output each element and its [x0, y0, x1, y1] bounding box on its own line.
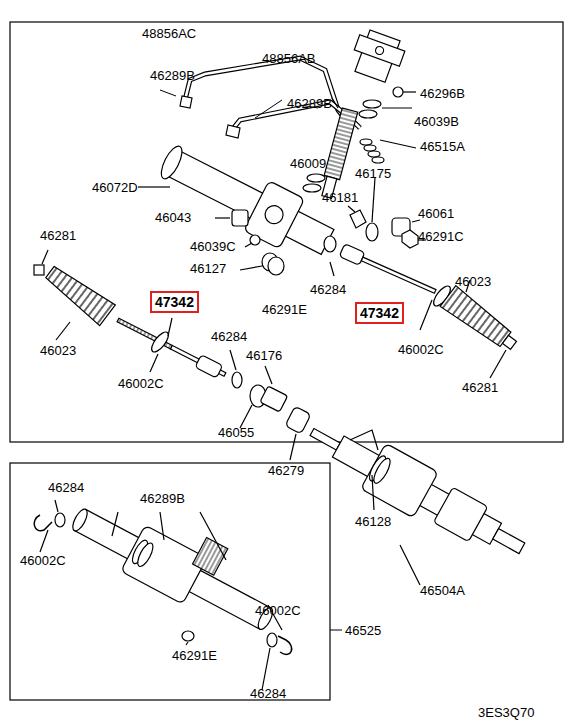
- callout-number: 46504A: [420, 583, 465, 598]
- callout-number: 46002C: [118, 376, 164, 391]
- callout-number: 46002C: [20, 553, 66, 568]
- callout-number: 46072D: [92, 180, 138, 195]
- callout-number: 46515A: [420, 139, 465, 154]
- part-number-box: 47342: [355, 302, 404, 324]
- leader-line: [330, 545, 420, 630]
- gear-assembly: [299, 409, 534, 571]
- callout-number: 46525: [345, 623, 381, 638]
- rubber-boot: [440, 280, 521, 378]
- callout-number: 3ES3Q70: [478, 705, 534, 720]
- callout-number: 46127: [190, 261, 226, 276]
- seal-parts: [215, 178, 426, 275]
- callout-number: 48856AB: [262, 51, 316, 66]
- callout-number: 46291E: [262, 302, 307, 317]
- callout-number: 46009: [290, 156, 326, 171]
- callout-number: 46175: [355, 166, 391, 181]
- callout-number: 46284: [211, 329, 247, 344]
- rack-housing: [138, 134, 340, 267]
- callout-number: 46039B: [414, 114, 459, 129]
- callout-number: 46002C: [398, 342, 444, 357]
- callout-number: 46284: [310, 282, 346, 297]
- tie-rod: [330, 244, 453, 330]
- group-frame: [10, 22, 563, 442]
- callout-number: 46002C: [255, 603, 301, 618]
- callout-number: 46055: [218, 425, 254, 440]
- part-number: 47342: [360, 305, 399, 321]
- part-number-box: 47342: [150, 291, 199, 313]
- callout-number: 46281: [462, 380, 498, 395]
- callout-number: 46289B: [140, 491, 185, 506]
- callout-number: 46061: [418, 206, 454, 221]
- callout-number: 46289B: [287, 96, 332, 111]
- callout-number: 46023: [455, 274, 491, 289]
- callout-number: 46291C: [418, 229, 464, 244]
- rubber-boot: [34, 250, 115, 340]
- callout-number: 46039C: [190, 239, 236, 254]
- callout-number: 46279: [268, 463, 304, 478]
- callout-number: 46289B: [150, 68, 195, 83]
- callout-number: 46296B: [420, 86, 465, 101]
- callout-number: 46281: [40, 228, 76, 243]
- callout-number: 48856AC: [142, 26, 196, 41]
- callout-number: 46128: [355, 514, 391, 529]
- callout-number: 46284: [48, 480, 84, 495]
- callout-number: 46043: [155, 210, 191, 225]
- callout-number: 46181: [322, 190, 358, 205]
- part-number: 47342: [155, 294, 194, 310]
- gear-assembly: [34, 479, 291, 690]
- callout-number: 46176: [246, 348, 282, 363]
- valve-body: [303, 27, 416, 199]
- tie-rod: [115, 314, 228, 381]
- callout-number: 46291E: [172, 648, 217, 663]
- rack-parts: [230, 350, 311, 460]
- callout-number: 46023: [40, 343, 76, 358]
- group-frame: [10, 463, 330, 700]
- callout-number: 46284: [250, 686, 286, 701]
